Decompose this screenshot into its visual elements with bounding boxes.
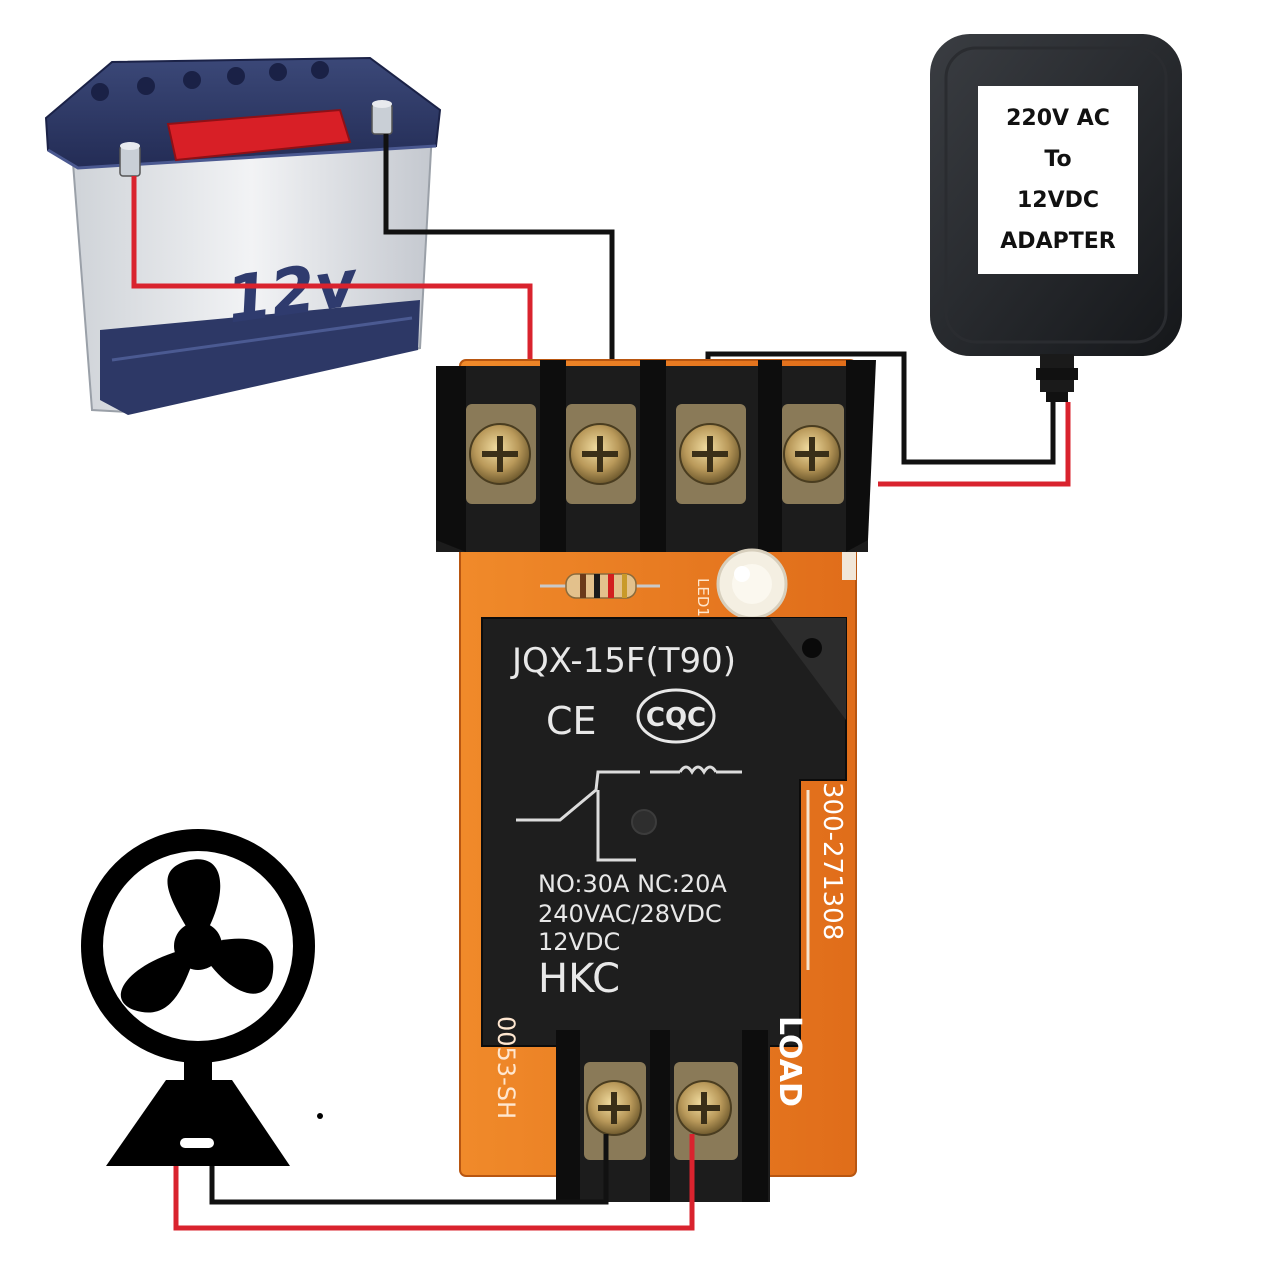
relay-board-icon: LED1 CE CQC JQX-15F(T90) NO:30A [436,359,876,1202]
screw-icon [676,1080,732,1136]
battery-icon: 12v [44,56,442,415]
cqc-icon: CQC [636,688,716,744]
stray-dot [317,1113,323,1119]
load-wires [173,1134,695,1231]
screw-icon [586,1080,642,1136]
led-label: LED1 [694,578,712,617]
fan-icon [81,829,315,1166]
bottom-terminal-block [556,1030,770,1202]
adapter-line-4: ADAPTER [1000,229,1116,254]
relay-icon: CE CQC [481,617,847,1047]
relay-model: JQX-15F(T90) [510,641,736,681]
adapter-line-1: 220V AC [1006,106,1110,131]
battery-wires [131,134,615,386]
screw-icon [783,425,841,483]
ce-mark: CE [546,699,597,743]
screw-icon [569,423,631,485]
adapter-line-2: To [1044,147,1072,172]
top-terminal-block [436,360,876,552]
cqc-mark: CQC [646,703,706,733]
battery-label: 12v [222,247,364,339]
part-code-right: 300-271308 [817,782,847,940]
relay-rating-3: 12VDC [538,928,620,956]
adapter-line-3: 12VDC [1016,188,1100,213]
relay-rating-2: 240VAC/28VDC [538,900,722,928]
screw-icon [679,423,741,485]
adapter-label: 220V AC To 12VDC ADAPTER [978,86,1138,274]
resistor-icon [540,573,660,599]
screw-icon [469,423,531,485]
relay-brand: HKC [538,956,620,1002]
relay-schematic-icon [516,765,742,862]
led-icon [716,548,788,620]
load-label: LOAD [772,1016,807,1107]
relay-rating-1: NO:30A NC:20A [538,870,727,898]
part-code-left: 0053-SH [492,1016,520,1119]
